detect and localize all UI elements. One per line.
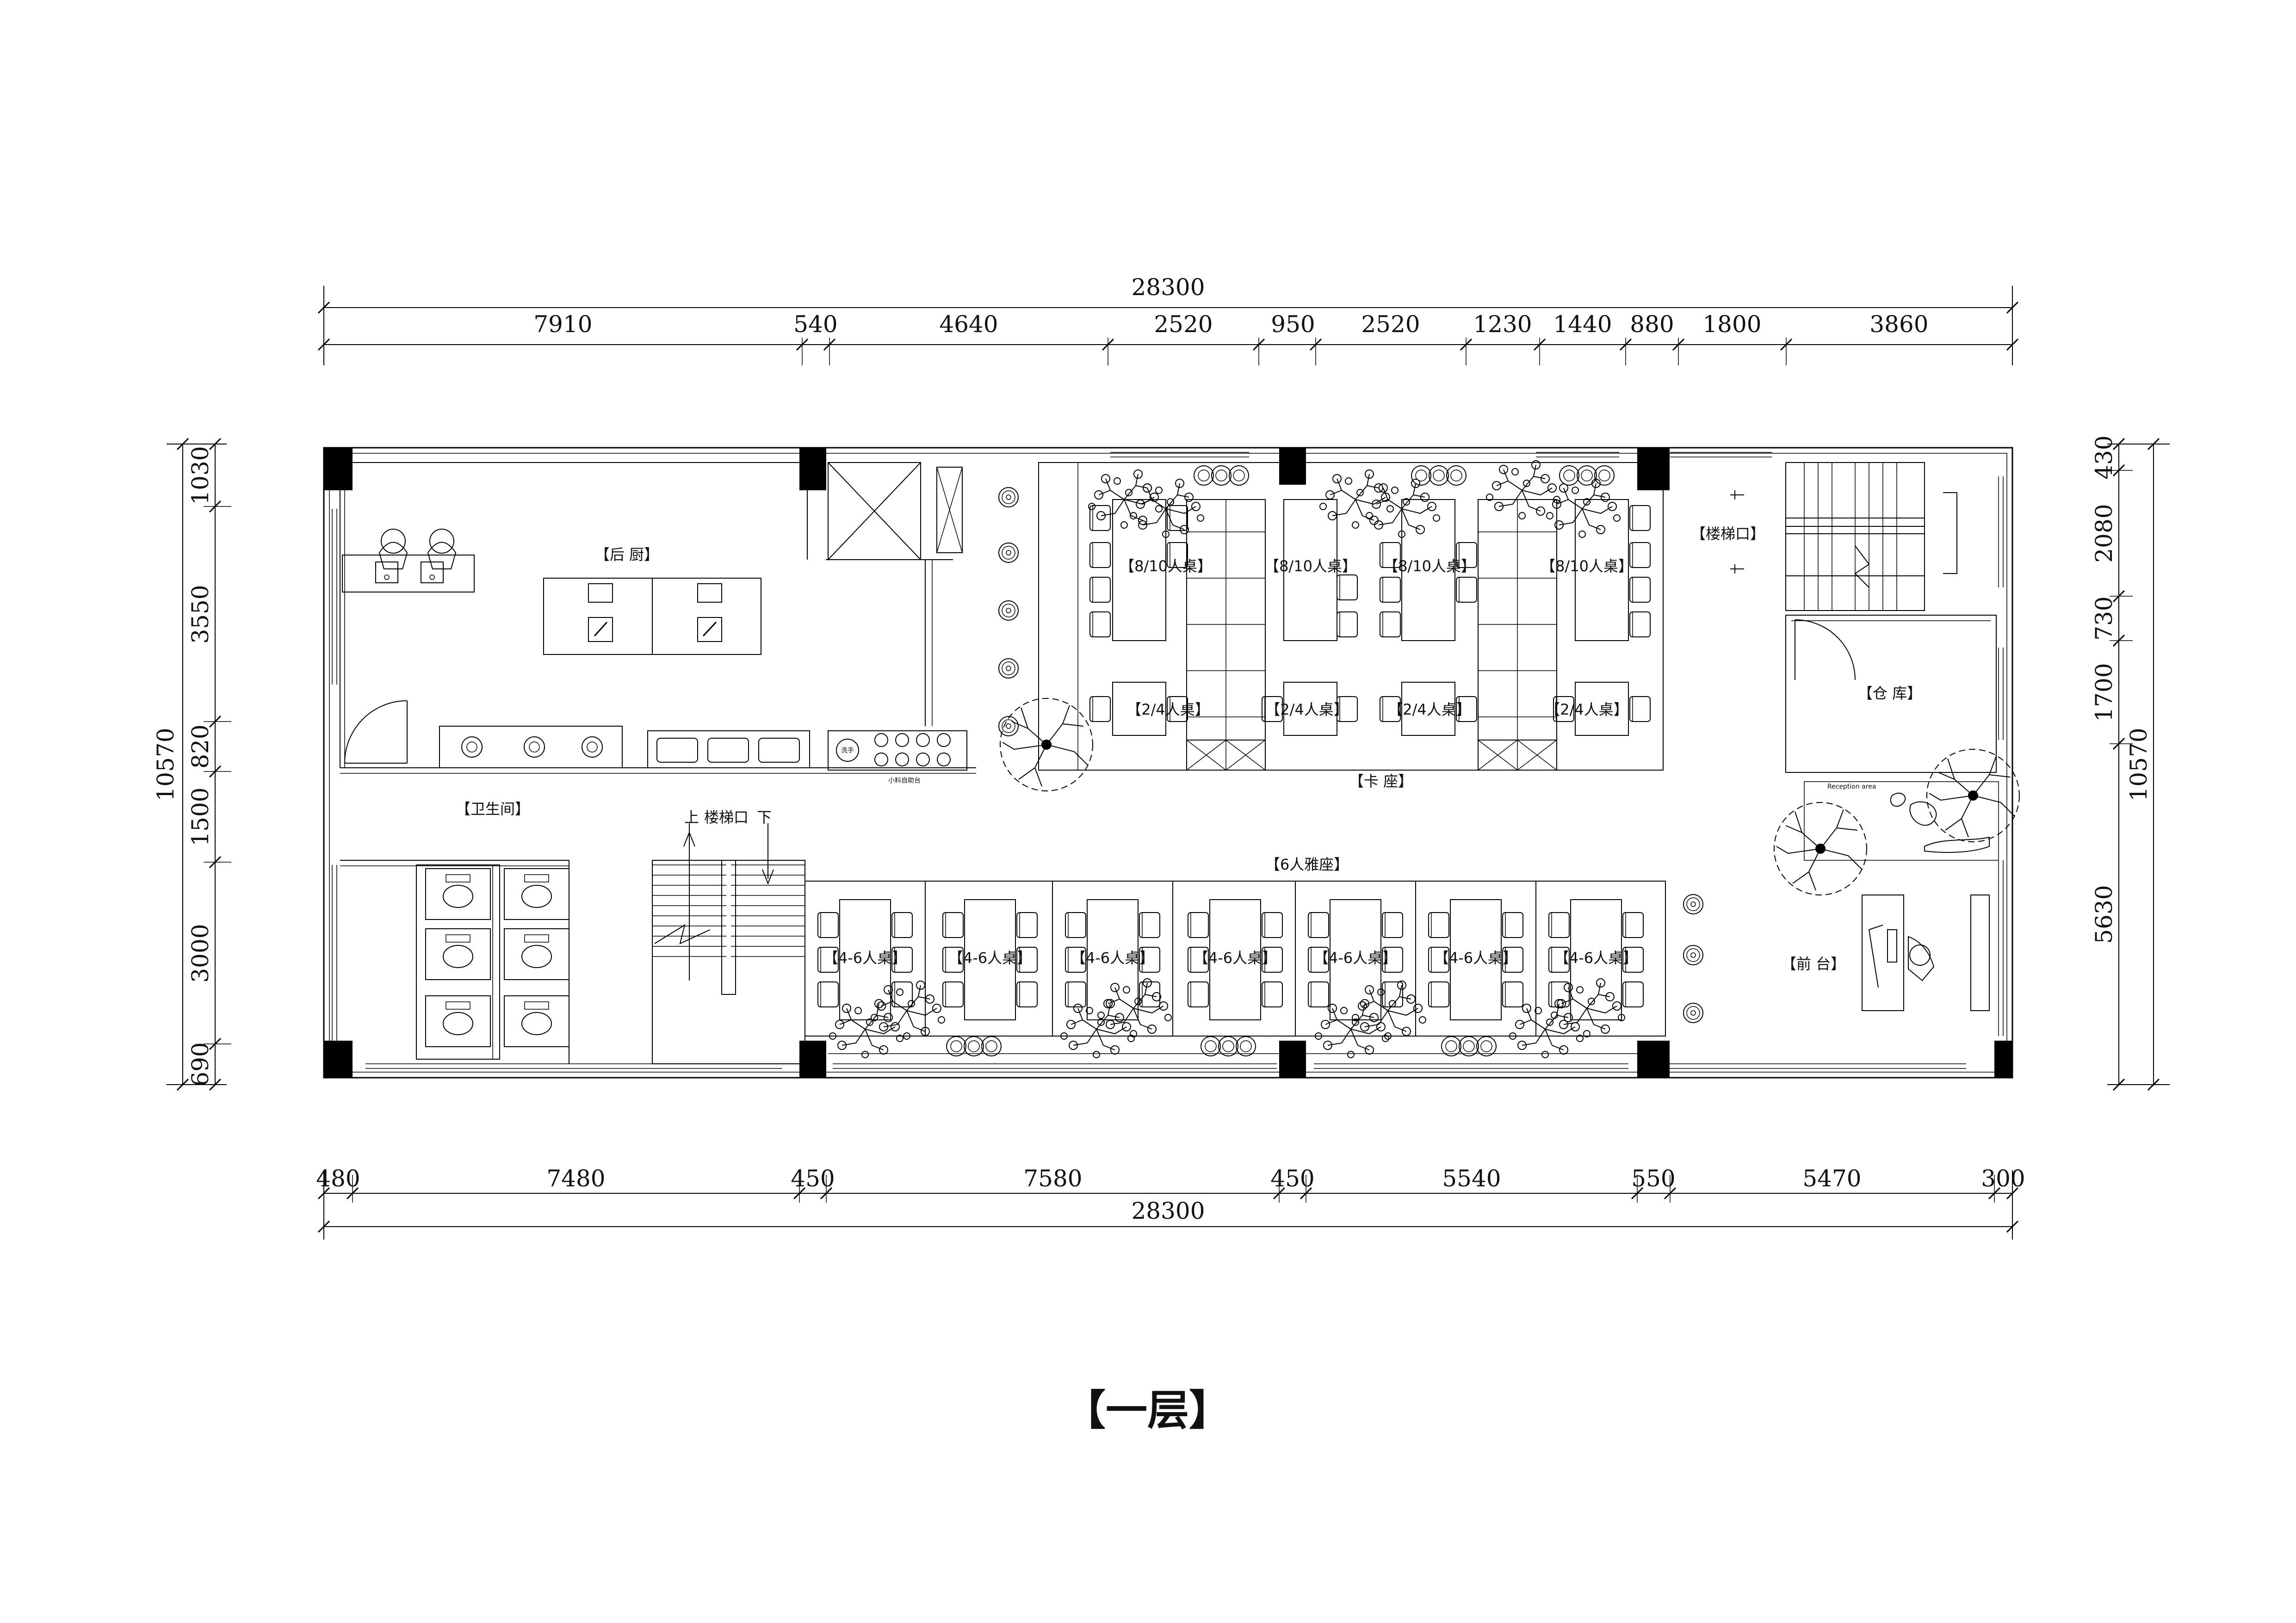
restroom: 【卫生间】 bbox=[340, 800, 569, 1064]
table-small-label: 【2/4人桌】 bbox=[1545, 701, 1628, 718]
dim-bottom-seg: 300 bbox=[1981, 1165, 2025, 1192]
dim-right-total: 10570 bbox=[2125, 728, 2152, 801]
dim-top-seg: 3860 bbox=[1869, 311, 1928, 338]
table-large-label: 【8/10人桌】 bbox=[1120, 557, 1212, 575]
dim-bottom-total: 28300 bbox=[1131, 1197, 1205, 1224]
booth-table-label: 【4-6人桌】 bbox=[1071, 949, 1154, 967]
dim-top-seg: 880 bbox=[1630, 311, 1674, 338]
booth-table-label: 【4-6人桌】 bbox=[823, 949, 907, 967]
dim-top-seg: 540 bbox=[793, 311, 837, 338]
dim-left-seg: 820 bbox=[187, 724, 214, 768]
dim-top-seg: 1440 bbox=[1553, 311, 1612, 338]
storage: 【仓 库】 bbox=[1785, 615, 1997, 773]
dim-top-seg: 2520 bbox=[1361, 311, 1420, 338]
dim-bottom-seg: 450 bbox=[791, 1165, 835, 1192]
dim-top-seg: 1800 bbox=[1702, 311, 1761, 338]
dim-bottom-seg: 5540 bbox=[1442, 1165, 1501, 1192]
dim-right-seg: 1700 bbox=[2091, 663, 2117, 722]
dim-bottom-seg: 450 bbox=[1270, 1165, 1314, 1192]
dim-left-seg: 3550 bbox=[187, 585, 214, 643]
booth-area-label: 【卡 座】 bbox=[1349, 772, 1413, 790]
reception-area-label: Reception area bbox=[1827, 783, 1876, 790]
storage-label: 【仓 库】 bbox=[1858, 685, 1922, 702]
kitchen-label: 【后 厨】 bbox=[595, 546, 659, 563]
dim-top-seg: 2520 bbox=[1154, 311, 1213, 338]
private-seating: 【6人雅座】 【4-6人桌】 【4-6人桌】 【4-6人桌】 【4-6人桌】 【… bbox=[805, 856, 1703, 1058]
dim-bottom-seg: 7480 bbox=[546, 1165, 605, 1192]
dim-left-total: 10570 bbox=[152, 728, 179, 801]
dim-top-seg: 1230 bbox=[1473, 311, 1532, 338]
dim-top-total: 28300 bbox=[1131, 274, 1205, 301]
stair-left-label: 楼梯口 bbox=[704, 808, 749, 826]
booth-table-label: 【4-6人桌】 bbox=[1554, 949, 1638, 967]
stair-left: 上 楼梯口 下 bbox=[652, 808, 805, 1064]
dim-left-seg: 690 bbox=[187, 1042, 214, 1086]
dim-top-seg: 950 bbox=[1271, 311, 1315, 338]
dim-top-seg: 4640 bbox=[939, 311, 998, 338]
table-large-label: 【8/10人桌】 bbox=[1383, 557, 1476, 575]
booth-table-label: 【4-6人桌】 bbox=[948, 949, 1032, 967]
dim-bottom-seg: 480 bbox=[316, 1165, 360, 1192]
restroom-label: 【卫生间】 bbox=[456, 800, 530, 818]
dimension-top: 28300 7910 540 4640 2520 950 2520 1230 1… bbox=[317, 274, 2019, 365]
sink-label: 洗手 bbox=[841, 747, 854, 754]
dim-bottom-seg: 7580 bbox=[1023, 1165, 1082, 1192]
dimension-right: 430 2080 730 1700 5630 10570 bbox=[2091, 435, 2170, 1091]
stair-right-label: 【楼梯口】 bbox=[1691, 525, 1765, 543]
front-desk: Reception area 【前 台】 bbox=[1774, 749, 2020, 1011]
kitchen: 洗手 小料自助台 【后 厨】 bbox=[340, 462, 976, 784]
kitchen-counter-label: 小料自助台 bbox=[888, 777, 921, 784]
dim-right-seg: 2080 bbox=[2091, 504, 2117, 562]
front-desk-label: 【前 台】 bbox=[1782, 955, 1845, 973]
booth-area: 【8/10人桌】 【8/10人桌】 【8/10人桌】 【8/10人桌】 【2/4… bbox=[998, 460, 1664, 791]
dim-bottom-seg: 5470 bbox=[1802, 1165, 1861, 1192]
outer-walls bbox=[323, 447, 2013, 1079]
dim-top-seg: 7910 bbox=[533, 311, 592, 338]
table-large-label: 【8/10人桌】 bbox=[1264, 557, 1357, 575]
dimension-bottom: 480 7480 450 7580 450 5540 550 5470 300 … bbox=[316, 1165, 2025, 1240]
table-small-label: 【2/4人桌】 bbox=[1126, 701, 1210, 718]
table-small-label: 【2/4人桌】 bbox=[1265, 701, 1349, 718]
floor-title: 【一层】 bbox=[1064, 1386, 1231, 1435]
booth-table-label: 【4-6人桌】 bbox=[1314, 949, 1397, 967]
dim-right-seg: 730 bbox=[2091, 596, 2117, 640]
dim-right-seg: 430 bbox=[2091, 435, 2117, 479]
dim-bottom-seg: 550 bbox=[1631, 1165, 1675, 1192]
dim-right-seg: 5630 bbox=[2091, 885, 2117, 944]
dim-left-seg: 1030 bbox=[187, 446, 214, 505]
dim-left-seg: 3000 bbox=[187, 924, 214, 982]
stair-up-label: 上 bbox=[684, 808, 699, 826]
private-seats-label: 【6人雅座】 bbox=[1265, 856, 1349, 873]
booth-table-label: 【4-6人桌】 bbox=[1194, 949, 1277, 967]
table-large-label: 【8/10人桌】 bbox=[1541, 557, 1633, 575]
dim-left-seg: 1500 bbox=[187, 787, 214, 846]
dimension-left: 10570 1030 3550 820 1500 3000 690 bbox=[152, 438, 231, 1091]
table-small-label: 【2/4人桌】 bbox=[1388, 701, 1471, 718]
stair-down-label: 下 bbox=[757, 808, 772, 826]
stair-right: 【楼梯口】 bbox=[1691, 462, 1957, 611]
booth-table-label: 【4-6人桌】 bbox=[1434, 949, 1517, 967]
